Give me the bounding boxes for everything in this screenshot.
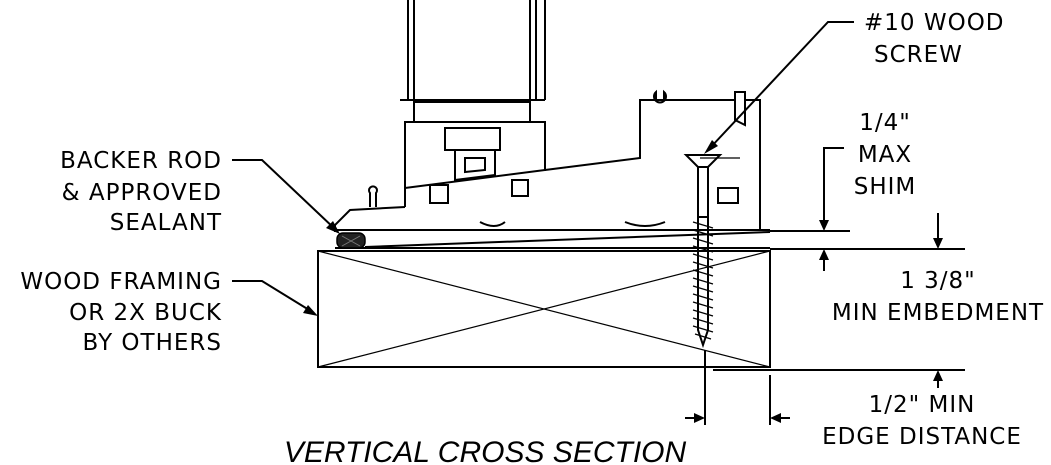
svg-text:EDGE DISTANCE: EDGE DISTANCE [822,424,1022,450]
drawing-title: VERTICAL CROSS SECTION [284,436,687,465]
svg-text:WOOD FRAMING: WOOD FRAMING [20,269,222,295]
svg-text:1/2" MIN: 1/2" MIN [869,392,976,418]
label-backer-rod: BACKER ROD & APPROVED SEALANT [60,148,222,236]
dim-min-embedment [713,213,965,388]
svg-text:SHIM: SHIM [854,174,917,200]
leader-backer-rod [232,159,340,234]
svg-text:MAX: MAX [858,142,912,168]
label-min-embedment: 1 3/8" MIN EMBEDMENT [832,268,1044,326]
dim-edge-distance [685,350,790,425]
wood-framing-block [317,250,771,368]
wood-screw [683,154,723,349]
backer-rod [336,232,366,249]
svg-text:SCREW: SCREW [874,42,963,68]
dim-max-shim [770,147,850,271]
label-max-shim: 1/4" MAX SHIM [854,110,917,200]
svg-text:BACKER ROD: BACKER ROD [60,148,222,174]
leader-wood-framing [232,280,318,316]
window-frame-profile [334,89,770,232]
svg-text:BY OTHERS: BY OTHERS [83,330,222,356]
shim [335,231,771,249]
svg-text:1 3/8": 1 3/8" [900,268,976,294]
svg-text:OR 2X BUCK: OR 2X BUCK [69,300,222,326]
svg-text:MIN EMBEDMENT: MIN EMBEDMENT [832,300,1044,326]
leader-screw [704,21,854,154]
label-wood-framing: WOOD FRAMING OR 2X BUCK BY OTHERS [20,269,222,356]
label-edge-distance: 1/2" MIN EDGE DISTANCE [822,392,1022,450]
window-glazing [400,0,546,123]
svg-text:& APPROVED: & APPROVED [62,180,222,206]
svg-text:SEALANT: SEALANT [110,210,222,236]
label-screw: #10 WOOD SCREW [864,10,1005,68]
svg-text:#10 WOOD: #10 WOOD [864,10,1005,36]
svg-text:1/4": 1/4" [859,110,911,136]
